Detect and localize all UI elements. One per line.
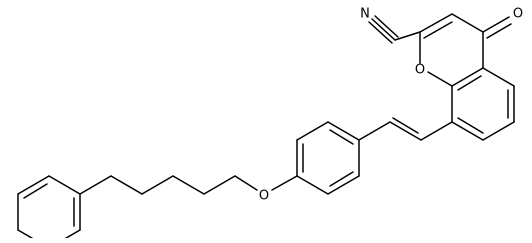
nitrile-to-ring-bond <box>394 31 421 41</box>
vinyl-double-bond-inner <box>392 117 419 134</box>
carbonyl-bond-a <box>482 16 510 33</box>
carbonyl-group: O <box>482 7 523 39</box>
butyl-chain <box>79 175 236 195</box>
benzo-bond-4 <box>451 121 484 141</box>
phenylene-bond-3 <box>296 175 329 195</box>
carbonyl-o-label: O <box>513 7 523 22</box>
vinyl-linker <box>358 117 453 141</box>
triple-bond-a <box>371 18 396 41</box>
molecule-svg: N O O <box>17 7 523 243</box>
ring-o-label: O <box>415 63 425 78</box>
phenyl-ring <box>17 175 81 243</box>
chain-bond-1 <box>203 175 236 195</box>
phenylene-bond-5 <box>296 121 329 141</box>
phenyl-bond-5 <box>56 229 81 243</box>
o-alkyl-bond <box>234 175 258 191</box>
c2-c3-double-bond <box>423 21 453 39</box>
structure-diagram: N O O <box>17 7 523 243</box>
ether-group: O <box>234 175 298 204</box>
phenylene-bond-6-inner <box>329 129 354 145</box>
benzo-bond-3 <box>482 121 515 141</box>
triple-bond-c <box>368 21 393 44</box>
benzo-bond-6-inner <box>457 75 482 91</box>
phenyl-bond-2 <box>17 175 50 195</box>
c4a-c8a-bond <box>451 67 484 87</box>
c3-c4-bond <box>451 13 484 33</box>
chain-bond-4 <box>110 175 143 195</box>
vinyl-double-bond <box>389 121 422 141</box>
triple-bond-b <box>374 15 399 38</box>
chain-bond-5 <box>79 175 112 195</box>
benzo-ring <box>451 67 515 141</box>
phenyl-bond-1 <box>48 175 81 195</box>
benzo-bond-4-inner <box>457 117 484 134</box>
aryl-o-bond <box>271 175 298 191</box>
phenyl-bond-2-inner <box>23 183 48 199</box>
phenylene-bond-2 <box>327 175 360 195</box>
phenylene-bond-6 <box>327 121 360 141</box>
pyranone-ring: O <box>415 13 484 87</box>
phenylene-ring <box>296 121 360 195</box>
carbonyl-bond-b <box>486 23 512 39</box>
nitrile-n-label: N <box>360 7 370 22</box>
vinyl-bond-2 <box>358 121 391 141</box>
phenylene-bond-2-inner <box>329 171 354 187</box>
ether-o-label: O <box>259 189 269 204</box>
nitrile-group: N <box>360 7 421 44</box>
benzo-bond-1 <box>482 67 515 87</box>
vinyl-bond-1 <box>420 121 453 141</box>
c2-c3-bond <box>419 13 453 33</box>
c8a-o1-bond <box>427 71 453 87</box>
phenyl-bond-4 <box>17 229 42 243</box>
chain-bond-3 <box>141 175 174 195</box>
chain-bond-2 <box>172 175 205 195</box>
